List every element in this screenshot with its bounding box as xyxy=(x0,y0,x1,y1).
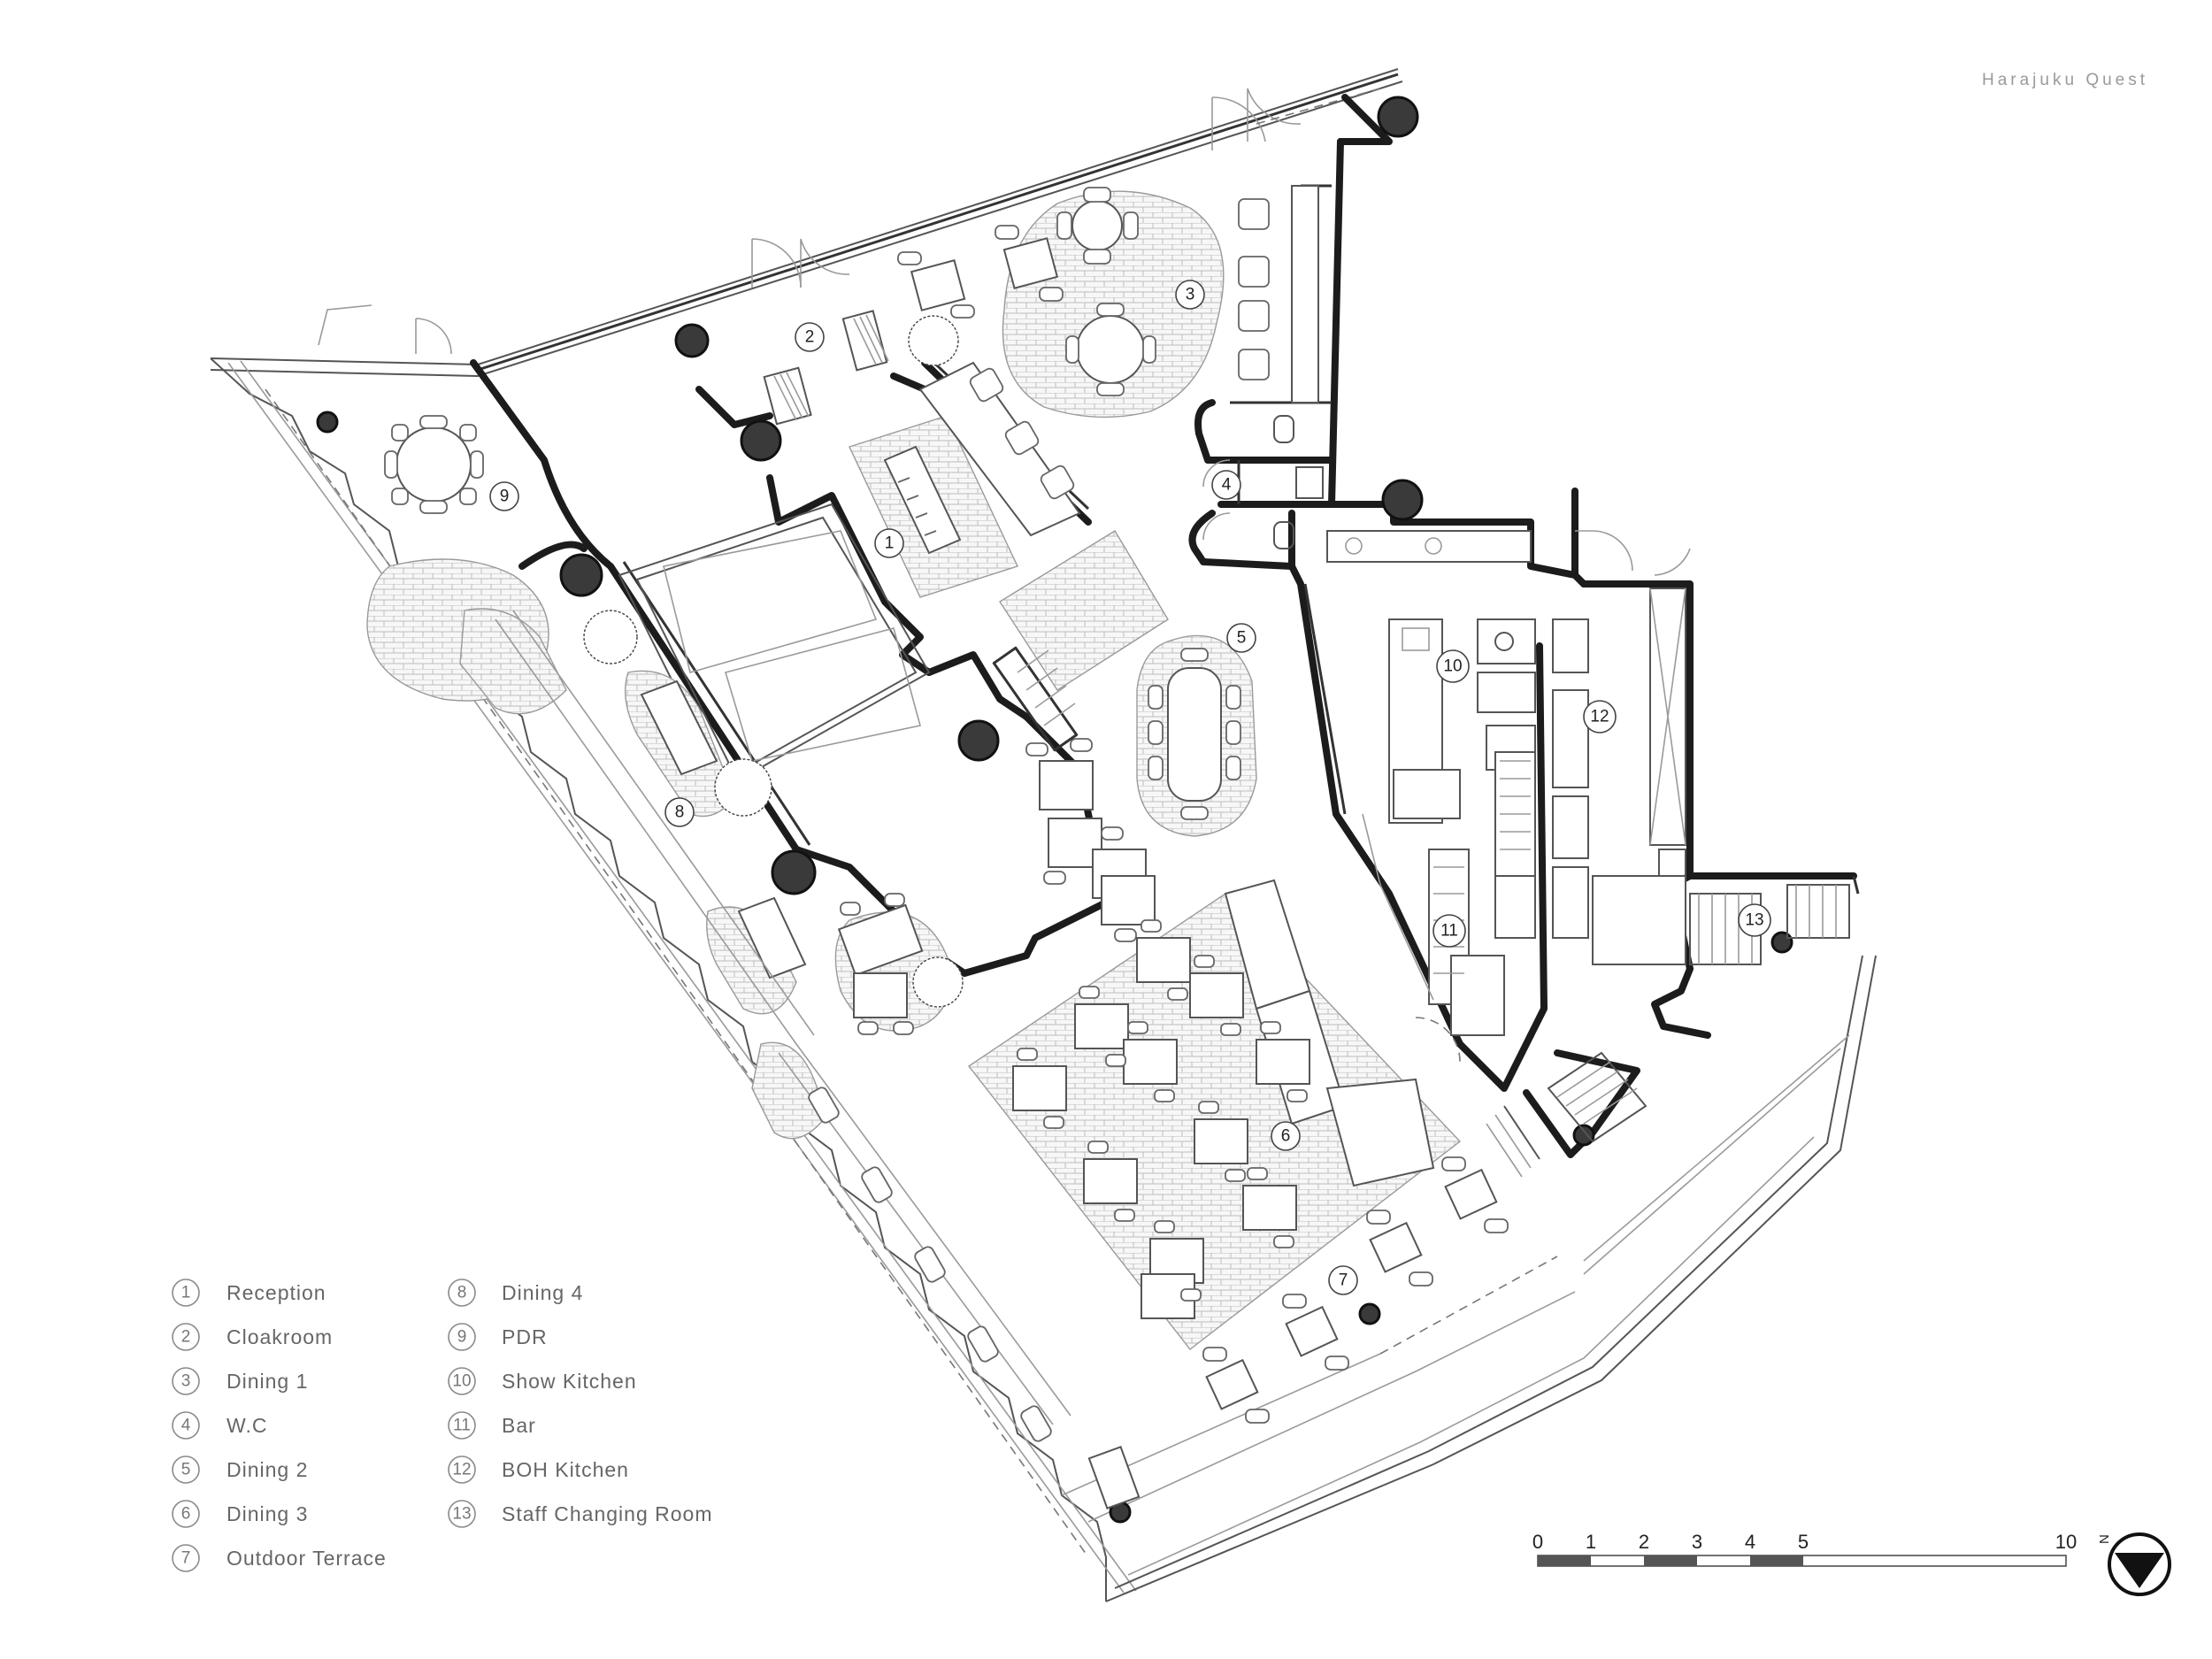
room-label-4: 4 xyxy=(1211,470,1241,500)
svg-text:PDR: PDR xyxy=(502,1325,548,1348)
svg-text:Dining 4: Dining 4 xyxy=(502,1281,583,1304)
scale-tick-0: 0 xyxy=(1532,1531,1543,1553)
north-label: N xyxy=(2097,1534,2112,1544)
svg-text:13: 13 xyxy=(452,1505,471,1524)
north-arrow-icon: N xyxy=(2097,1532,2171,1596)
svg-text:2: 2 xyxy=(181,1328,191,1347)
svg-text:Reception: Reception xyxy=(227,1281,326,1304)
svg-text:8: 8 xyxy=(457,1284,467,1302)
svg-text:9: 9 xyxy=(457,1328,467,1347)
svg-text:13: 13 xyxy=(1745,911,1763,930)
page-title: Harajuku Quest xyxy=(1982,71,2149,89)
legend-item-9: 9 PDR xyxy=(448,1323,548,1351)
legend-item-11: 11 Bar xyxy=(448,1411,536,1440)
dining-3-furniture xyxy=(1012,879,1435,1319)
legend-item-10: 10 Show Kitchen xyxy=(448,1367,637,1395)
dining-1-furniture xyxy=(763,185,1319,537)
svg-text:10: 10 xyxy=(1443,657,1462,676)
legend-item-5: 5 Dining 2 xyxy=(172,1455,308,1484)
dining-2-furniture xyxy=(837,648,1241,1035)
svg-text:Bar: Bar xyxy=(502,1414,536,1437)
svg-text:W.C: W.C xyxy=(227,1414,267,1437)
room-label-8: 8 xyxy=(664,797,695,827)
pdr-furniture xyxy=(384,415,484,514)
legend-item-8: 8 Dining 4 xyxy=(448,1279,583,1307)
legend-item-12: 12 BOH Kitchen xyxy=(448,1455,629,1484)
svg-text:Dining 3: Dining 3 xyxy=(227,1502,308,1525)
svg-text:1: 1 xyxy=(885,534,895,553)
room-label-12: 12 xyxy=(1583,700,1617,733)
room-label-2: 2 xyxy=(795,322,825,352)
legend-item-7: 7 Outdoor Terrace xyxy=(172,1544,387,1572)
svg-text:Show Kitchen: Show Kitchen xyxy=(502,1370,637,1393)
svg-text:3: 3 xyxy=(181,1372,191,1391)
legend-item-4: 4 W.C xyxy=(172,1411,267,1440)
scale-tick-3: 3 xyxy=(1692,1531,1702,1553)
scale-tick-4: 4 xyxy=(1745,1531,1755,1553)
room-label-13: 13 xyxy=(1738,903,1771,937)
svg-text:5: 5 xyxy=(181,1461,191,1479)
svg-text:10: 10 xyxy=(452,1372,471,1391)
svg-text:4: 4 xyxy=(181,1417,191,1435)
svg-text:4: 4 xyxy=(1222,476,1232,495)
facade-north xyxy=(210,68,1403,378)
svg-text:6: 6 xyxy=(181,1505,191,1524)
room-label-6: 6 xyxy=(1271,1121,1301,1151)
reception-furniture xyxy=(883,445,962,555)
svg-text:Dining 1: Dining 1 xyxy=(227,1370,308,1393)
terrace-furniture xyxy=(1202,1156,1509,1424)
svg-text:12: 12 xyxy=(1590,708,1609,726)
svg-text:11: 11 xyxy=(453,1417,471,1435)
svg-text:7: 7 xyxy=(181,1549,191,1568)
legend-item-2: 2 Cloakroom xyxy=(172,1323,333,1351)
room-label-7: 7 xyxy=(1328,1265,1358,1295)
kitchen-equipment xyxy=(1202,415,1691,1063)
scale-tick-1: 1 xyxy=(1586,1531,1596,1553)
svg-text:Staff Changing Room: Staff Changing Room xyxy=(502,1502,713,1525)
svg-text:5: 5 xyxy=(1237,629,1247,648)
room-label-9: 9 xyxy=(489,481,519,511)
stairs xyxy=(992,646,1850,1178)
svg-text:Outdoor Terrace: Outdoor Terrace xyxy=(227,1547,387,1570)
scale-tick-5: 5 xyxy=(1798,1531,1809,1553)
svg-text:Cloakroom: Cloakroom xyxy=(227,1325,333,1348)
room-label-10: 10 xyxy=(1436,649,1470,683)
scale-bar: 0 1 2 3 4 5 10 xyxy=(1532,1531,2077,1567)
svg-text:8: 8 xyxy=(675,803,685,822)
room-label-5: 5 xyxy=(1226,623,1256,653)
svg-text:2: 2 xyxy=(805,328,815,347)
svg-text:BOH Kitchen: BOH Kitchen xyxy=(502,1458,629,1481)
room-label-1: 1 xyxy=(874,528,904,558)
legend-item-1: 1 Reception xyxy=(172,1279,326,1307)
svg-text:11: 11 xyxy=(1440,922,1458,941)
dining-4-furniture xyxy=(495,315,1141,1509)
legend-item-3: 3 Dining 1 xyxy=(172,1367,308,1395)
svg-text:6: 6 xyxy=(1281,1127,1291,1146)
svg-text:1: 1 xyxy=(181,1284,191,1302)
room-label-3: 3 xyxy=(1175,280,1205,310)
svg-text:Dining 2: Dining 2 xyxy=(227,1458,308,1481)
legend-item-13: 13 Staff Changing Room xyxy=(448,1500,713,1528)
room-label-11: 11 xyxy=(1432,914,1466,948)
scale-tick-2: 2 xyxy=(1639,1531,1649,1553)
svg-text:9: 9 xyxy=(500,488,510,506)
legend-item-6: 6 Dining 3 xyxy=(172,1500,308,1528)
svg-text:3: 3 xyxy=(1186,286,1195,304)
facade-west xyxy=(210,357,1137,1601)
svg-text:7: 7 xyxy=(1339,1271,1348,1290)
svg-text:12: 12 xyxy=(452,1461,471,1479)
scale-tick-10: 10 xyxy=(2055,1531,2077,1553)
room-labels: 1 2 3 4 5 6 7 8 9 10 11 12 13 xyxy=(489,280,1771,1295)
